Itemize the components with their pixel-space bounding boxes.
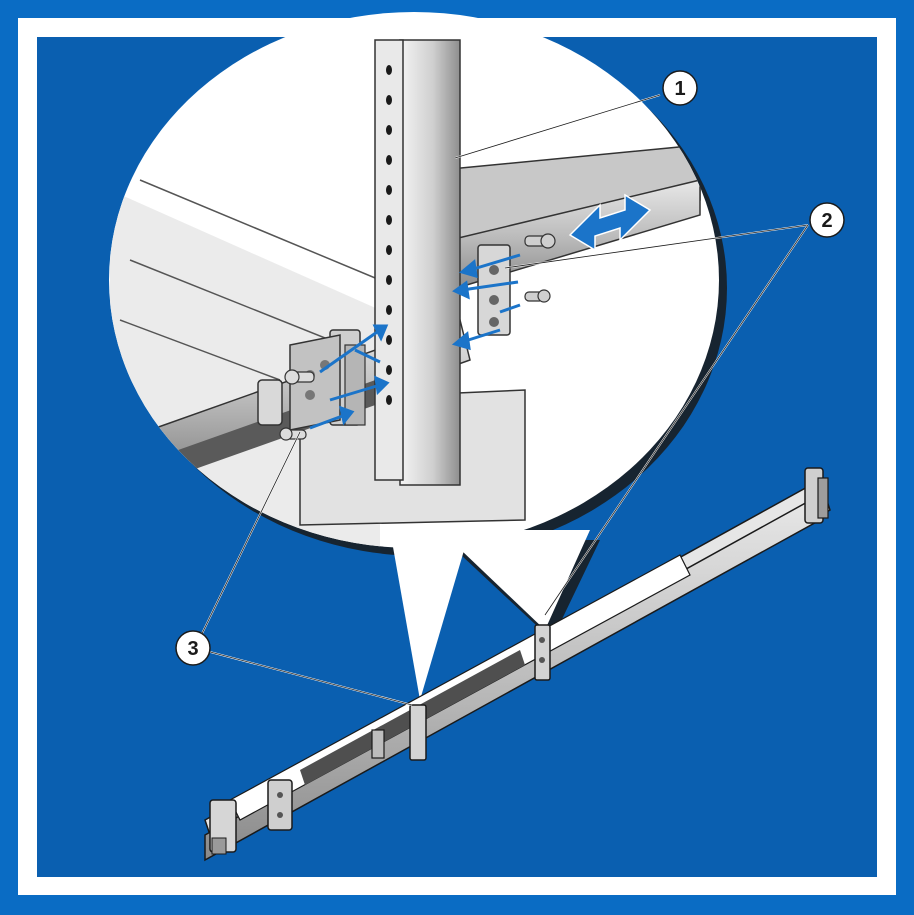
callout-2-label: 2 [821, 210, 832, 232]
callout-2: 2 [809, 202, 845, 238]
leader-lines [194, 94, 809, 706]
callout-3: 3 [175, 630, 211, 666]
rail-assembly [204, 467, 831, 862]
callout-1-label: 1 [674, 78, 685, 100]
callout-1: 1 [662, 70, 698, 106]
magnified-view [110, 39, 701, 548]
callout-3-label: 3 [187, 638, 198, 660]
